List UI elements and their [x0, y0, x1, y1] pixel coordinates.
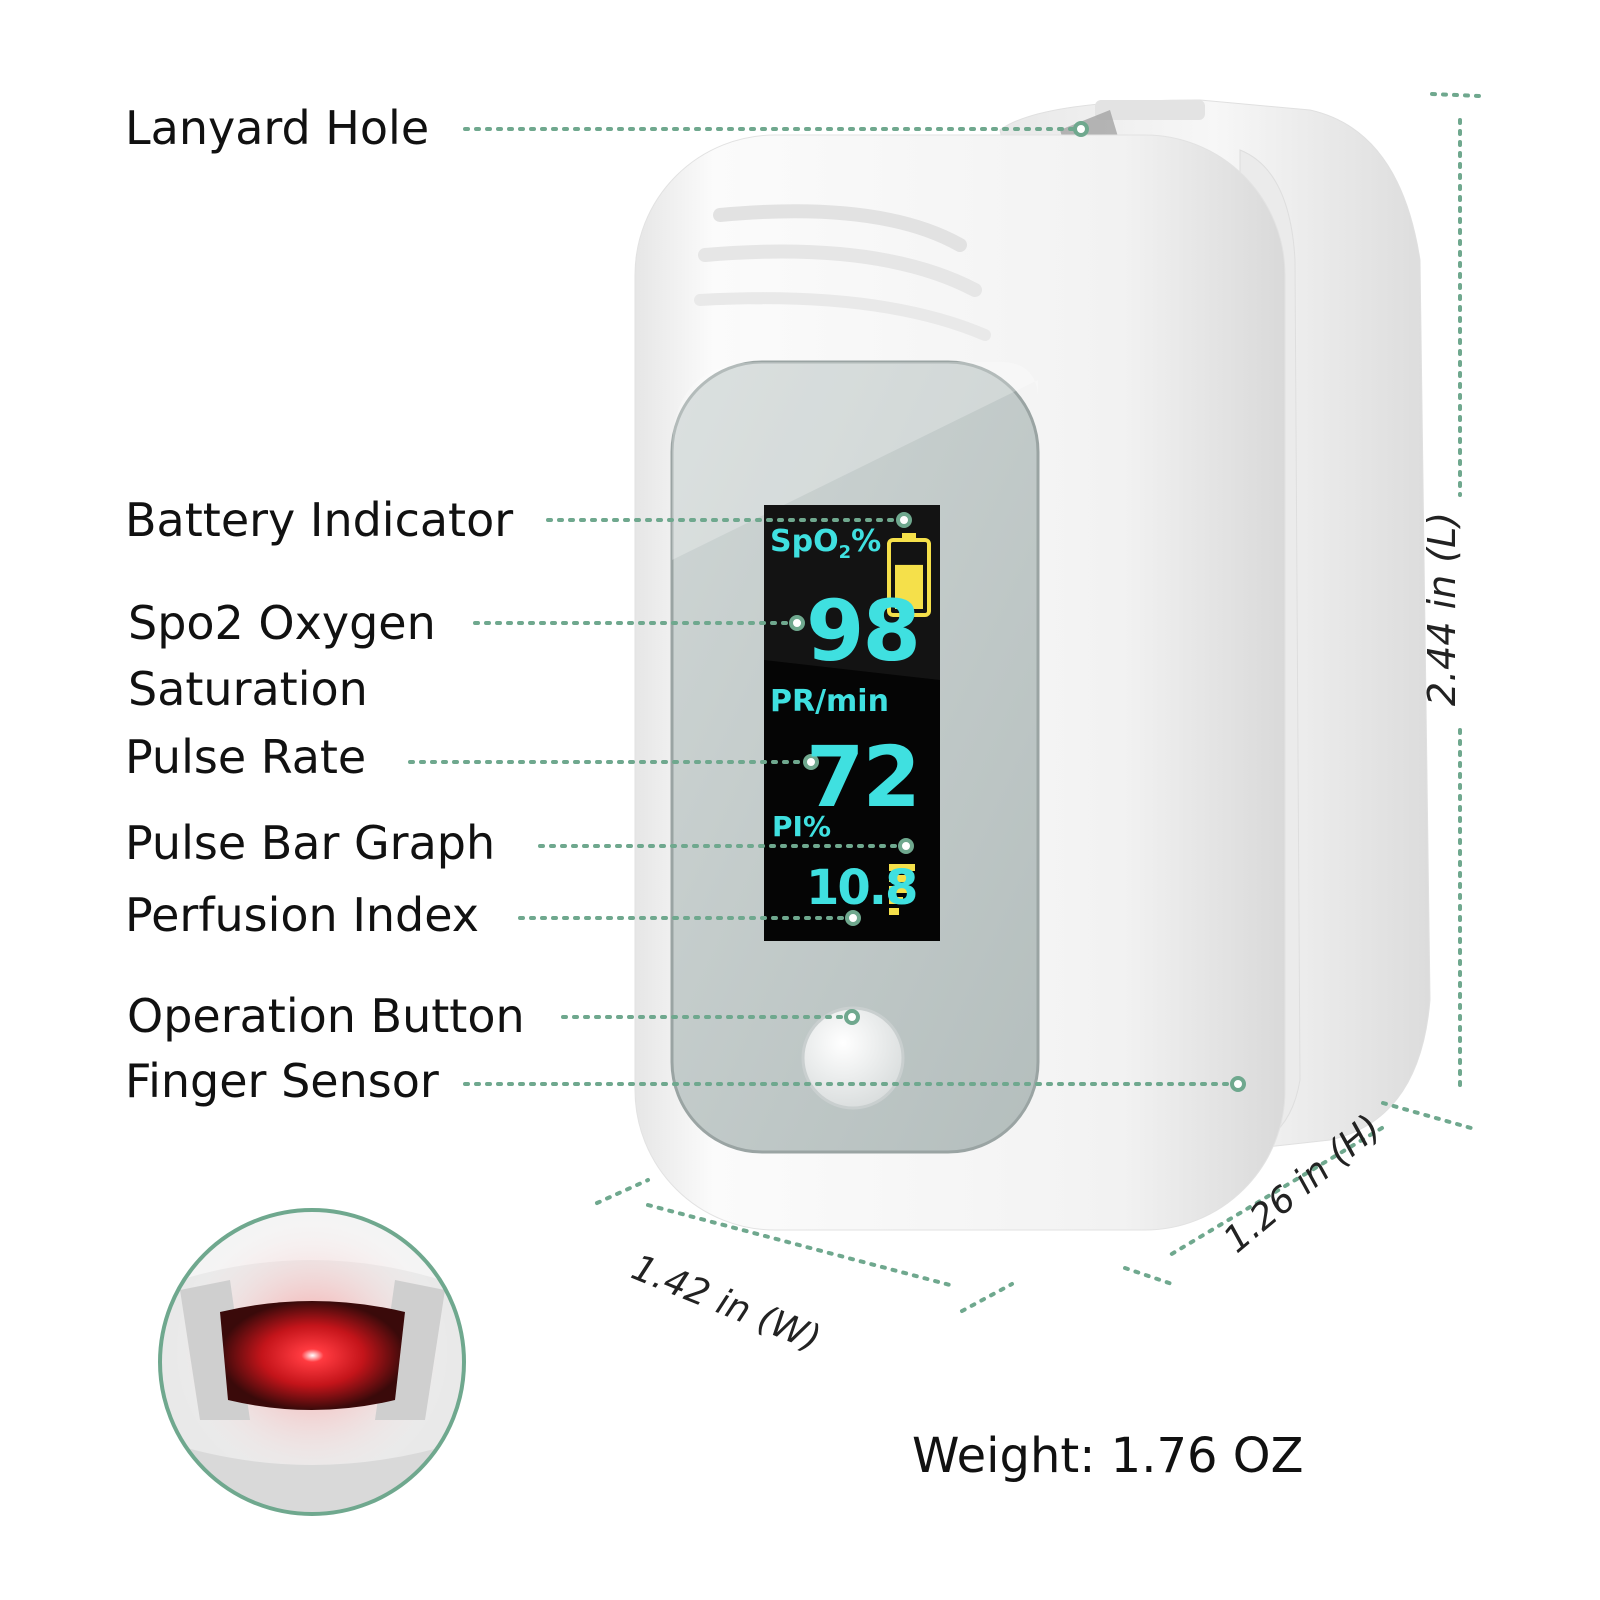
lcd-spo2-value: 98	[806, 582, 921, 680]
lanyard-hole-label: Lanyard Hole	[125, 101, 430, 155]
lanyard-hole	[1095, 100, 1205, 120]
pulse-bar-graph-label: Pulse Bar Graph	[125, 816, 496, 870]
pulse-bar-graph	[889, 864, 915, 915]
length-dimension: 2.44 in (L)	[1420, 511, 1465, 707]
finger-sensor-label: Finger Sensor	[125, 1054, 439, 1108]
battery-indicator-label: Battery Indicator	[125, 493, 514, 547]
red-sensor-icon	[220, 1301, 405, 1410]
pulse-bar	[889, 908, 899, 915]
lcd-spo2-label: SpO2%	[770, 524, 882, 563]
perfusion-index-label: Perfusion Index	[125, 888, 479, 942]
pulse-rate-label: Pulse Rate	[125, 730, 367, 784]
pulse-bar	[889, 897, 903, 904]
lcd-pr-value: 72	[806, 728, 921, 826]
spo2-label-line1: Spo2 Oxygen	[128, 596, 436, 650]
pulse-bar	[889, 864, 915, 871]
operation-button-label: Operation Button	[127, 989, 525, 1043]
pulse-bar	[889, 886, 907, 893]
lcd-pi-value: 10.8	[806, 860, 918, 916]
lcd-pr-label: PR/min	[770, 684, 889, 719]
pulse-bar	[889, 875, 911, 882]
lcd-pi-label: PI%	[772, 810, 831, 843]
weight-label: Weight: 1.76 OZ	[912, 1428, 1304, 1484]
battery-icon	[887, 533, 931, 617]
finger-sensor-inset	[160, 1210, 464, 1514]
spo2-label-line2: Saturation	[128, 662, 368, 716]
